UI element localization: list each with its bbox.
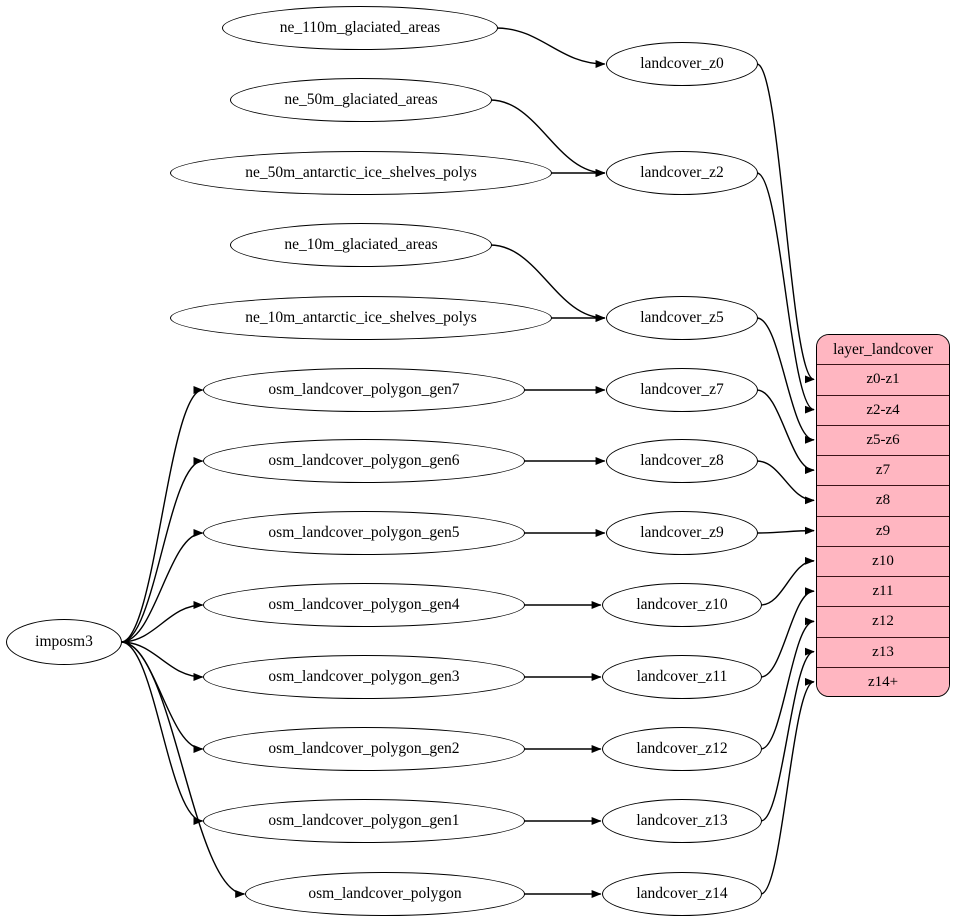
edge-landcover-z7-to-layer-landcover-z7 — [756, 389, 815, 475]
edge-landcover-z14-to-layer-landcover-z14- — [760, 677, 815, 895]
node-label: landcover_z7 — [640, 381, 724, 398]
edge-landcover-z2-to-layer-landcover-z2-z4 — [756, 172, 815, 414]
edge-imposm3-to-osm-landcover-polygon-gen7 — [120, 386, 204, 643]
node-label: landcover_z9 — [640, 524, 724, 541]
node-label: ne_50m_glaciated_areas — [284, 91, 438, 108]
node-label: osm_landcover_polygon — [308, 885, 462, 902]
node-osm-landcover-polygon-gen4[interactable]: osm_landcover_polygon_gen4 — [203, 583, 525, 627]
layer-row-z5-z6[interactable]: z5-z6 — [817, 425, 949, 456]
node-label: ne_10m_antarctic_ice_shelves_polys — [245, 309, 477, 326]
node-label: landcover_z11 — [636, 668, 728, 685]
edge-landcover-z11-to-layer-landcover-z11 — [760, 587, 815, 678]
edge-landcover-z5-to-layer-landcover-z5-z6 — [756, 317, 815, 444]
node-label: landcover_z12 — [636, 740, 728, 757]
layer-row-z2-z4[interactable]: z2-z4 — [817, 395, 949, 426]
node-imposm3[interactable]: imposm3 — [6, 619, 122, 665]
node-label: osm_landcover_polygon_gen6 — [268, 452, 460, 469]
node-label: landcover_z0 — [640, 55, 724, 72]
edge-imposm3-to-osm-landcover-polygon-gen4 — [121, 601, 204, 643]
node-ne-10m-glaciated-areas[interactable]: ne_10m_glaciated_areas — [230, 223, 492, 267]
node-label: landcover_z13 — [636, 812, 728, 829]
node-osm-landcover-polygon-gen6[interactable]: osm_landcover_polygon_gen6 — [203, 439, 525, 483]
edge-imposm3-to-osm-landcover-polygon-gen1 — [121, 641, 204, 825]
node-label: ne_110m_glaciated_areas — [279, 19, 441, 36]
node-landcover-z2[interactable]: landcover_z2 — [606, 151, 758, 195]
layer-row-z11[interactable]: z11 — [817, 577, 949, 608]
edge-landcover-z12-to-layer-landcover-z12 — [760, 617, 815, 750]
node-label: ne_50m_antarctic_ice_shelves_polys — [245, 164, 477, 181]
node-label: landcover_z2 — [640, 164, 724, 181]
node-osm-landcover-polygon-gen1[interactable]: osm_landcover_polygon_gen1 — [203, 799, 525, 843]
layer-row-z12[interactable]: z12 — [817, 607, 949, 638]
node-label: landcover_z10 — [636, 596, 728, 613]
layer-row-z8[interactable]: z8 — [817, 486, 949, 517]
node-ne-10m-antarctic-ice-shelves-polys[interactable]: ne_10m_antarctic_ice_shelves_polys — [170, 296, 552, 340]
node-landcover-z13[interactable]: landcover_z13 — [602, 799, 762, 843]
node-osm-landcover-polygon-gen7[interactable]: osm_landcover_polygon_gen7 — [203, 368, 525, 412]
layer-table-header: layer_landcover — [817, 335, 949, 366]
node-label: osm_landcover_polygon_gen3 — [268, 668, 460, 685]
edge-landcover-z8-to-layer-landcover-z8 — [756, 460, 815, 505]
node-landcover-z10[interactable]: landcover_z10 — [602, 583, 762, 627]
node-ne-110m-glaciated-areas[interactable]: ne_110m_glaciated_areas — [222, 6, 498, 50]
node-label: landcover_z5 — [640, 309, 724, 326]
node-ne-50m-antarctic-ice-shelves-polys[interactable]: ne_50m_antarctic_ice_shelves_polys — [170, 151, 552, 195]
node-label: landcover_z8 — [640, 452, 724, 469]
layer-row-z14-[interactable]: z14+ — [817, 667, 949, 696]
layer-row-z7[interactable]: z7 — [817, 456, 949, 487]
node-label: osm_landcover_polygon_gen7 — [268, 381, 460, 398]
node-landcover-z12[interactable]: landcover_z12 — [602, 727, 762, 771]
node-label: osm_landcover_polygon_gen5 — [268, 524, 460, 541]
node-osm-landcover-polygon[interactable]: osm_landcover_polygon — [245, 872, 525, 916]
edge-imposm3-to-osm-landcover-polygon-gen3 — [121, 641, 204, 681]
edge-imposm3-to-osm-landcover-polygon-gen6 — [121, 457, 204, 643]
edge-landcover-z10-to-layer-landcover-z10 — [760, 556, 815, 606]
node-label: osm_landcover_polygon_gen2 — [268, 740, 460, 757]
node-landcover-z9[interactable]: landcover_z9 — [606, 511, 758, 555]
edge-imposm3-to-osm-landcover-polygon — [121, 641, 246, 898]
edge-imposm3-to-osm-landcover-polygon-gen5 — [121, 529, 204, 643]
node-landcover-z0[interactable]: landcover_z0 — [606, 42, 758, 86]
edge-landcover-z0-to-layer-landcover-z0-z1 — [756, 63, 815, 384]
node-landcover-z11[interactable]: landcover_z11 — [602, 655, 762, 699]
edge-ne-50m-glaciated-areas-to-landcover-z2 — [490, 99, 606, 177]
node-osm-landcover-polygon-gen2[interactable]: osm_landcover_polygon_gen2 — [203, 727, 525, 771]
node-label: landcover_z14 — [636, 885, 728, 902]
node-landcover-z7[interactable]: landcover_z7 — [606, 368, 758, 412]
node-label: osm_landcover_polygon_gen4 — [268, 596, 460, 613]
edge-ne-110m-glaciated-areas-to-landcover-z0 — [495, 27, 606, 68]
node-landcover-z8[interactable]: landcover_z8 — [606, 439, 758, 483]
node-label: ne_10m_glaciated_areas — [284, 236, 438, 253]
node-osm-landcover-polygon-gen5[interactable]: osm_landcover_polygon_gen5 — [203, 511, 525, 555]
node-label: osm_landcover_polygon_gen1 — [268, 812, 460, 829]
layer-row-z9[interactable]: z9 — [817, 516, 949, 547]
node-label: imposm3 — [35, 633, 93, 650]
edge-landcover-z9-to-layer-landcover-z9 — [756, 526, 815, 535]
layer-row-z13[interactable]: z13 — [817, 637, 949, 668]
node-landcover-z14[interactable]: landcover_z14 — [602, 872, 762, 916]
node-landcover-z5[interactable]: landcover_z5 — [606, 296, 758, 340]
edge-ne-10m-glaciated-areas-to-landcover-z5 — [490, 244, 606, 322]
edge-landcover-z13-to-layer-landcover-z13 — [760, 647, 815, 822]
node-osm-landcover-polygon-gen3[interactable]: osm_landcover_polygon_gen3 — [203, 655, 525, 699]
node-ne-50m-glaciated-areas[interactable]: ne_50m_glaciated_areas — [230, 78, 492, 122]
layer-row-z0-z1[interactable]: z0-z1 — [817, 365, 949, 396]
layer-row-z10[interactable]: z10 — [817, 546, 949, 577]
